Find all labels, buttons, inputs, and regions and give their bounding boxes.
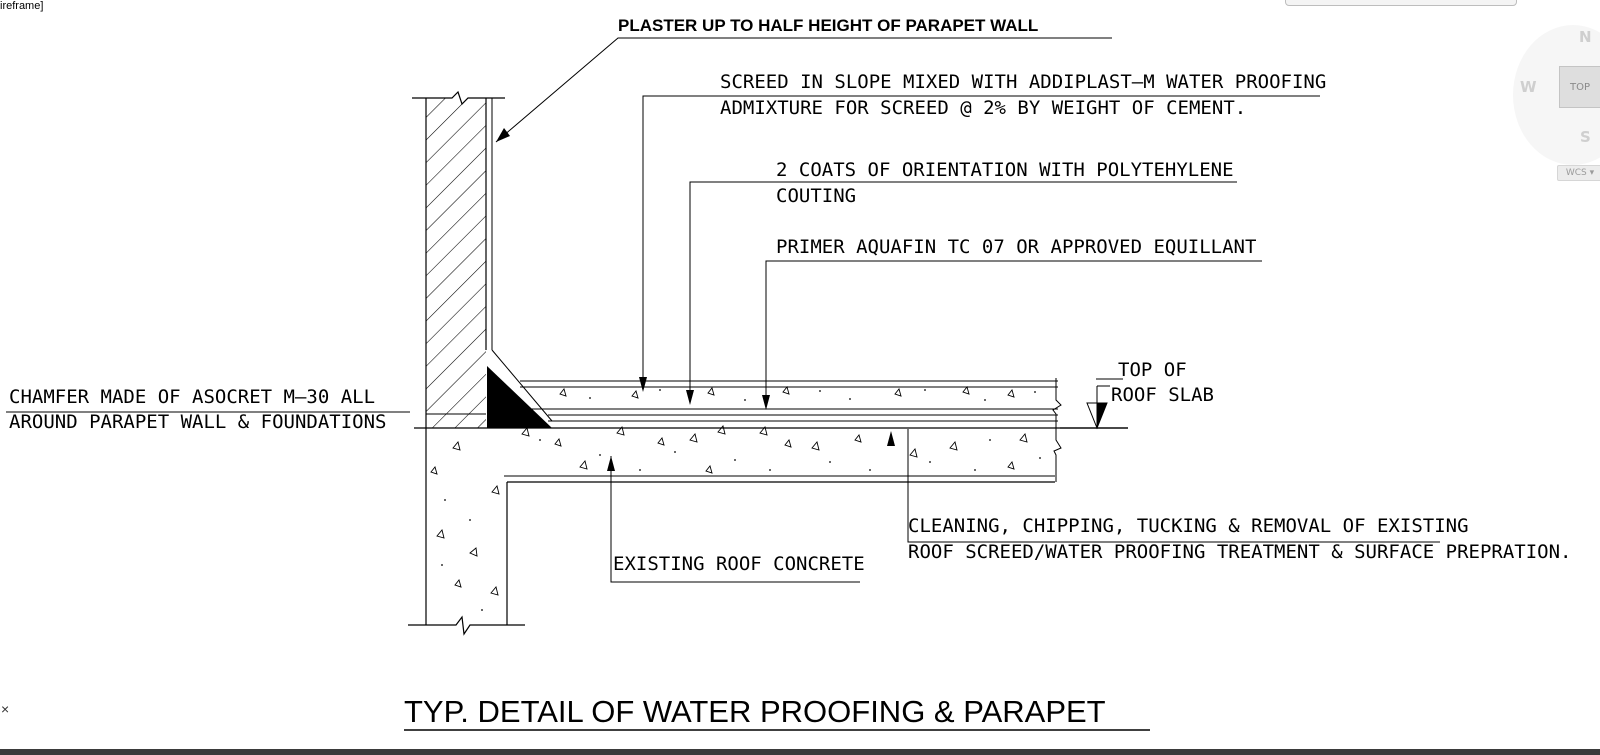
- chamfer-note-line-1: CHAMFER MADE OF ASOCRET M—30 ALL: [9, 386, 375, 408]
- drawing-title-group: TYP. DETAIL OF WATER PROOFING & PARAPET: [404, 694, 1150, 731]
- viewcube-top-face[interactable]: TOP: [1559, 66, 1600, 108]
- viewcube[interactable]: N W TOP S WCS ▾: [1505, 20, 1600, 190]
- toolbar-strip[interactable]: [1285, 0, 1517, 6]
- roof-slab-label: ROOF SLAB: [1111, 384, 1214, 406]
- roof-slab-layers: [414, 378, 1128, 482]
- coats-note-line-2: COUTING: [776, 185, 856, 207]
- coats-note-line-1: 2 COATS OF ORIENTATION WITH POLYTEHYLENE: [776, 159, 1234, 181]
- close-icon[interactable]: ×: [1, 701, 10, 717]
- viewport-label[interactable]: ireframe]: [0, 0, 44, 12]
- compass-south[interactable]: S: [1580, 128, 1591, 146]
- plaster-note: PLASTER UP TO HALF HEIGHT OF PARAPET WAL…: [618, 16, 1038, 35]
- primer-note: PRIMER AQUAFIN TC 07 OR APPROVED EQUILLA…: [776, 236, 1256, 258]
- drawing-title: TYP. DETAIL OF WATER PROOFING & PARAPET: [404, 694, 1106, 729]
- chamfer: [487, 349, 553, 428]
- leader-arrowheads: [496, 128, 895, 471]
- concrete-dots: [441, 389, 1041, 611]
- level-marker: [1060, 385, 1128, 430]
- cleaning-note-line-1: CLEANING, CHIPPING, TUCKING & REMOVAL OF…: [908, 515, 1469, 537]
- compass-north[interactable]: N: [1579, 28, 1592, 46]
- wcs-menu[interactable]: WCS ▾: [1557, 165, 1600, 181]
- screed-note-line-2: ADMIXTURE FOR SCREED @ 2% BY WEIGHT OF C…: [720, 97, 1246, 119]
- screed-note-line-1: SCREED IN SLOPE MIXED WITH ADDIPLAST—M W…: [720, 71, 1326, 93]
- chamfer-note-line-2: AROUND PARAPET WALL & FOUNDATIONS: [9, 411, 387, 433]
- existing-concrete-note: EXISTING ROOF CONCRETE: [613, 553, 865, 575]
- parapet-wall: [412, 90, 505, 428]
- foundation-column: [408, 428, 1055, 636]
- leader-lines: [6, 37, 1440, 583]
- top-of-label: TOP OF: [1118, 359, 1187, 381]
- cleaning-note-line-2: ROOF SCREED/WATER PROOFING TREATMENT & S…: [908, 541, 1571, 563]
- status-bar: [0, 749, 1600, 755]
- compass-west[interactable]: W: [1520, 78, 1537, 96]
- concrete-aggregate: [430, 386, 1028, 596]
